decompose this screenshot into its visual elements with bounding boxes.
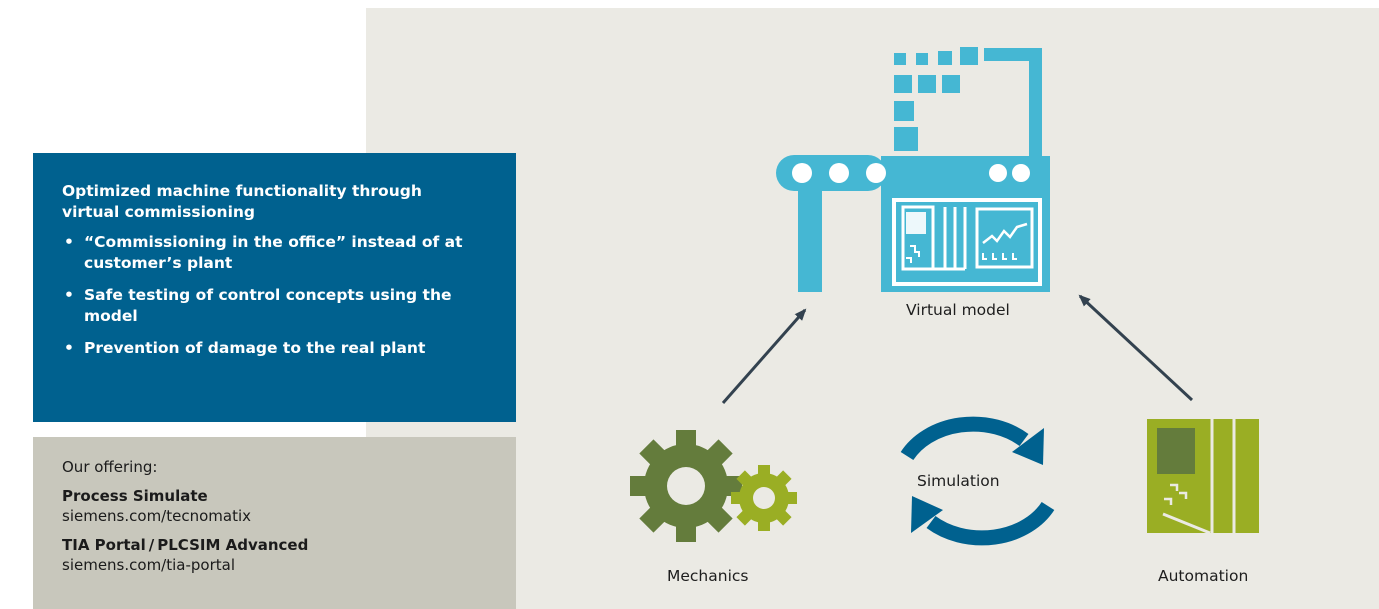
offering-product-name: TIA Portal / PLCSIM Advanced: [62, 536, 309, 554]
offering-box: Our offering: Process Simulate siemens.c…: [33, 437, 516, 609]
automation-label: Automation: [1158, 567, 1249, 585]
offering-product-name: Process Simulate: [62, 487, 208, 505]
automation-controller-icon: [1147, 419, 1259, 535]
offering-intro: Our offering:: [62, 458, 158, 476]
benefits-list: • “Commissioning in the office” instead o…: [62, 232, 476, 359]
mechanics-to-model-arrow: [721, 308, 807, 404]
mechanics-label: Mechanics: [667, 567, 749, 585]
benefits-box: Optimized machine functionality through …: [33, 153, 516, 422]
bullet-icon: •: [64, 233, 74, 251]
benefit-item: • Prevention of damage to the real plant: [62, 338, 476, 359]
benefit-text: “Commissioning in the office” instead of…: [84, 233, 463, 272]
benefit-text: Safe testing of control concepts using t…: [84, 286, 452, 325]
simulation-cycle-icon: [900, 416, 1055, 546]
bullet-icon: •: [64, 339, 74, 357]
benefit-item: • Safe testing of control concepts using …: [62, 285, 476, 327]
automation-to-model-arrow: [1078, 294, 1194, 402]
benefit-text: Prevention of damage to the real plant: [84, 339, 426, 357]
simulation-label: Simulation: [917, 472, 1000, 490]
virtual-model-machine-icon: [776, 47, 1050, 292]
offering-product-link[interactable]: siemens.com/tecnomatix: [62, 507, 252, 525]
benefit-item: • “Commissioning in the office” instead o…: [62, 232, 476, 274]
virtual-model-label: Virtual model: [906, 301, 1010, 319]
offering-product-link[interactable]: siemens.com/tia-portal: [62, 556, 235, 574]
bullet-icon: •: [64, 286, 74, 304]
mechanics-gear-icon: [630, 430, 797, 542]
benefits-heading: Optimized machine functionality through …: [62, 182, 422, 221]
